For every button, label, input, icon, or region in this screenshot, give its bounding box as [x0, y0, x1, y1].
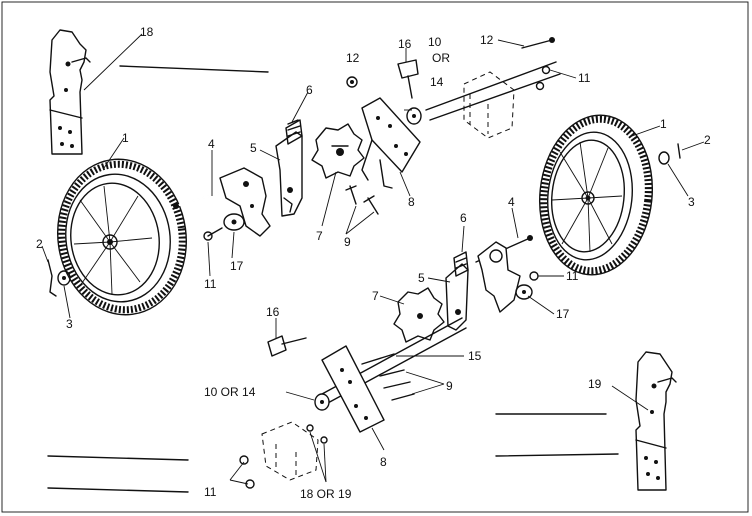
callout-11-bottom-right: 11 — [566, 269, 579, 283]
callout-4-bottom: 4 — [508, 195, 515, 209]
adjuster-lever-bottom — [445, 251, 469, 331]
callout-12-top-right: 12 — [480, 33, 494, 47]
nuts-11-bottom-left — [239, 455, 255, 489]
callout-8-top: 8 — [408, 195, 415, 209]
callout-19-bottom: 19 — [588, 377, 602, 391]
reference-lines — [47, 65, 619, 493]
adjuster-lever-top — [275, 119, 303, 217]
nuts-11-top-right — [535, 65, 551, 91]
callout-3-left: 3 — [66, 317, 73, 331]
hub-cap-left — [57, 270, 71, 286]
bolt-16-bottom — [267, 335, 307, 357]
gear-plate-top — [311, 123, 365, 179]
callout-5-top: 5 — [250, 141, 257, 155]
callout-labels-bottom: 6 4 5 11 7 17 16 15 10 OR 14 9 19 8 11 1… — [204, 195, 602, 501]
washers-bottom — [306, 424, 328, 444]
washer-17-bottom — [515, 284, 533, 300]
bolt-15-bottom — [361, 353, 395, 365]
mounting-plate-bottom — [321, 345, 385, 433]
callout-3-right: 3 — [688, 195, 695, 209]
callout-or-top: OR — [432, 51, 450, 65]
callout-18-or-19-bottom: 18 OR 19 — [300, 487, 352, 501]
retaining-clip-right — [677, 143, 681, 159]
bolts-9-bottom — [379, 369, 415, 401]
callout-labels-top: 18 1 4 5 6 7 17 11 2 3 12 16 10 OR 14 12… — [36, 25, 711, 331]
bolt-16-top — [397, 59, 419, 99]
callout-14-top: 14 — [430, 75, 444, 89]
spacer-14-top — [406, 107, 422, 125]
bracket-outline-dashed-bottom — [261, 421, 319, 481]
callout-10-or-14-bottom: 10 OR 14 — [204, 385, 256, 399]
callout-1-left: 1 — [122, 131, 129, 145]
callout-7-top: 7 — [316, 229, 323, 243]
hub-cap-right — [658, 151, 670, 165]
wheel-right — [538, 114, 654, 276]
callout-17-bottom: 17 — [556, 307, 570, 321]
callout-6-bottom: 6 — [460, 211, 467, 225]
callout-2-left: 2 — [36, 237, 43, 251]
callout-16-bottom: 16 — [266, 305, 280, 319]
nut-11-top-left — [203, 227, 223, 241]
axle-bracket-bottom — [477, 241, 521, 313]
callout-8-bottom: 8 — [380, 455, 387, 469]
callout-1-right: 1 — [660, 117, 667, 131]
mounting-plate-top — [361, 97, 421, 189]
axle-bracket-top — [219, 167, 271, 237]
nut-11-bottom-right — [529, 271, 539, 281]
callout-10-top: 10 — [428, 35, 442, 49]
height-adjuster-bracket-right — [635, 351, 677, 491]
nut-12-top — [346, 76, 358, 88]
spacer-10-or-14-bottom — [314, 393, 330, 411]
callout-7-bottom: 7 — [372, 289, 379, 303]
bolt-12-top-right — [521, 37, 555, 49]
callout-11-top-right: 11 — [578, 71, 591, 85]
callout-18-top: 18 — [140, 25, 154, 39]
wheel-left — [56, 158, 188, 316]
callout-9-top: 9 — [344, 235, 351, 249]
callout-5-bottom: 5 — [418, 271, 425, 285]
callout-17-top: 17 — [230, 259, 244, 273]
callout-16-top: 16 — [398, 37, 412, 51]
height-adjuster-bracket-left — [49, 29, 91, 155]
washer-17-top — [223, 213, 245, 231]
leader-lines — [41, 33, 705, 485]
retaining-clip-left — [47, 259, 57, 297]
callout-11-bottom-left: 11 — [204, 485, 217, 499]
callout-2-right: 2 — [704, 133, 711, 147]
callout-4-top: 4 — [208, 137, 215, 151]
callout-6-top: 6 — [306, 83, 313, 97]
shaft-top-right — [425, 61, 561, 121]
bracket-outline-dashed-top — [463, 71, 515, 139]
callout-12-top: 12 — [346, 51, 360, 65]
callout-15-bottom: 15 — [468, 349, 482, 363]
callout-11-top-left: 11 — [204, 277, 217, 291]
gear-plate-bottom — [393, 287, 445, 343]
bolts-9-top — [345, 185, 379, 215]
callout-9-bottom: 9 — [446, 379, 453, 393]
